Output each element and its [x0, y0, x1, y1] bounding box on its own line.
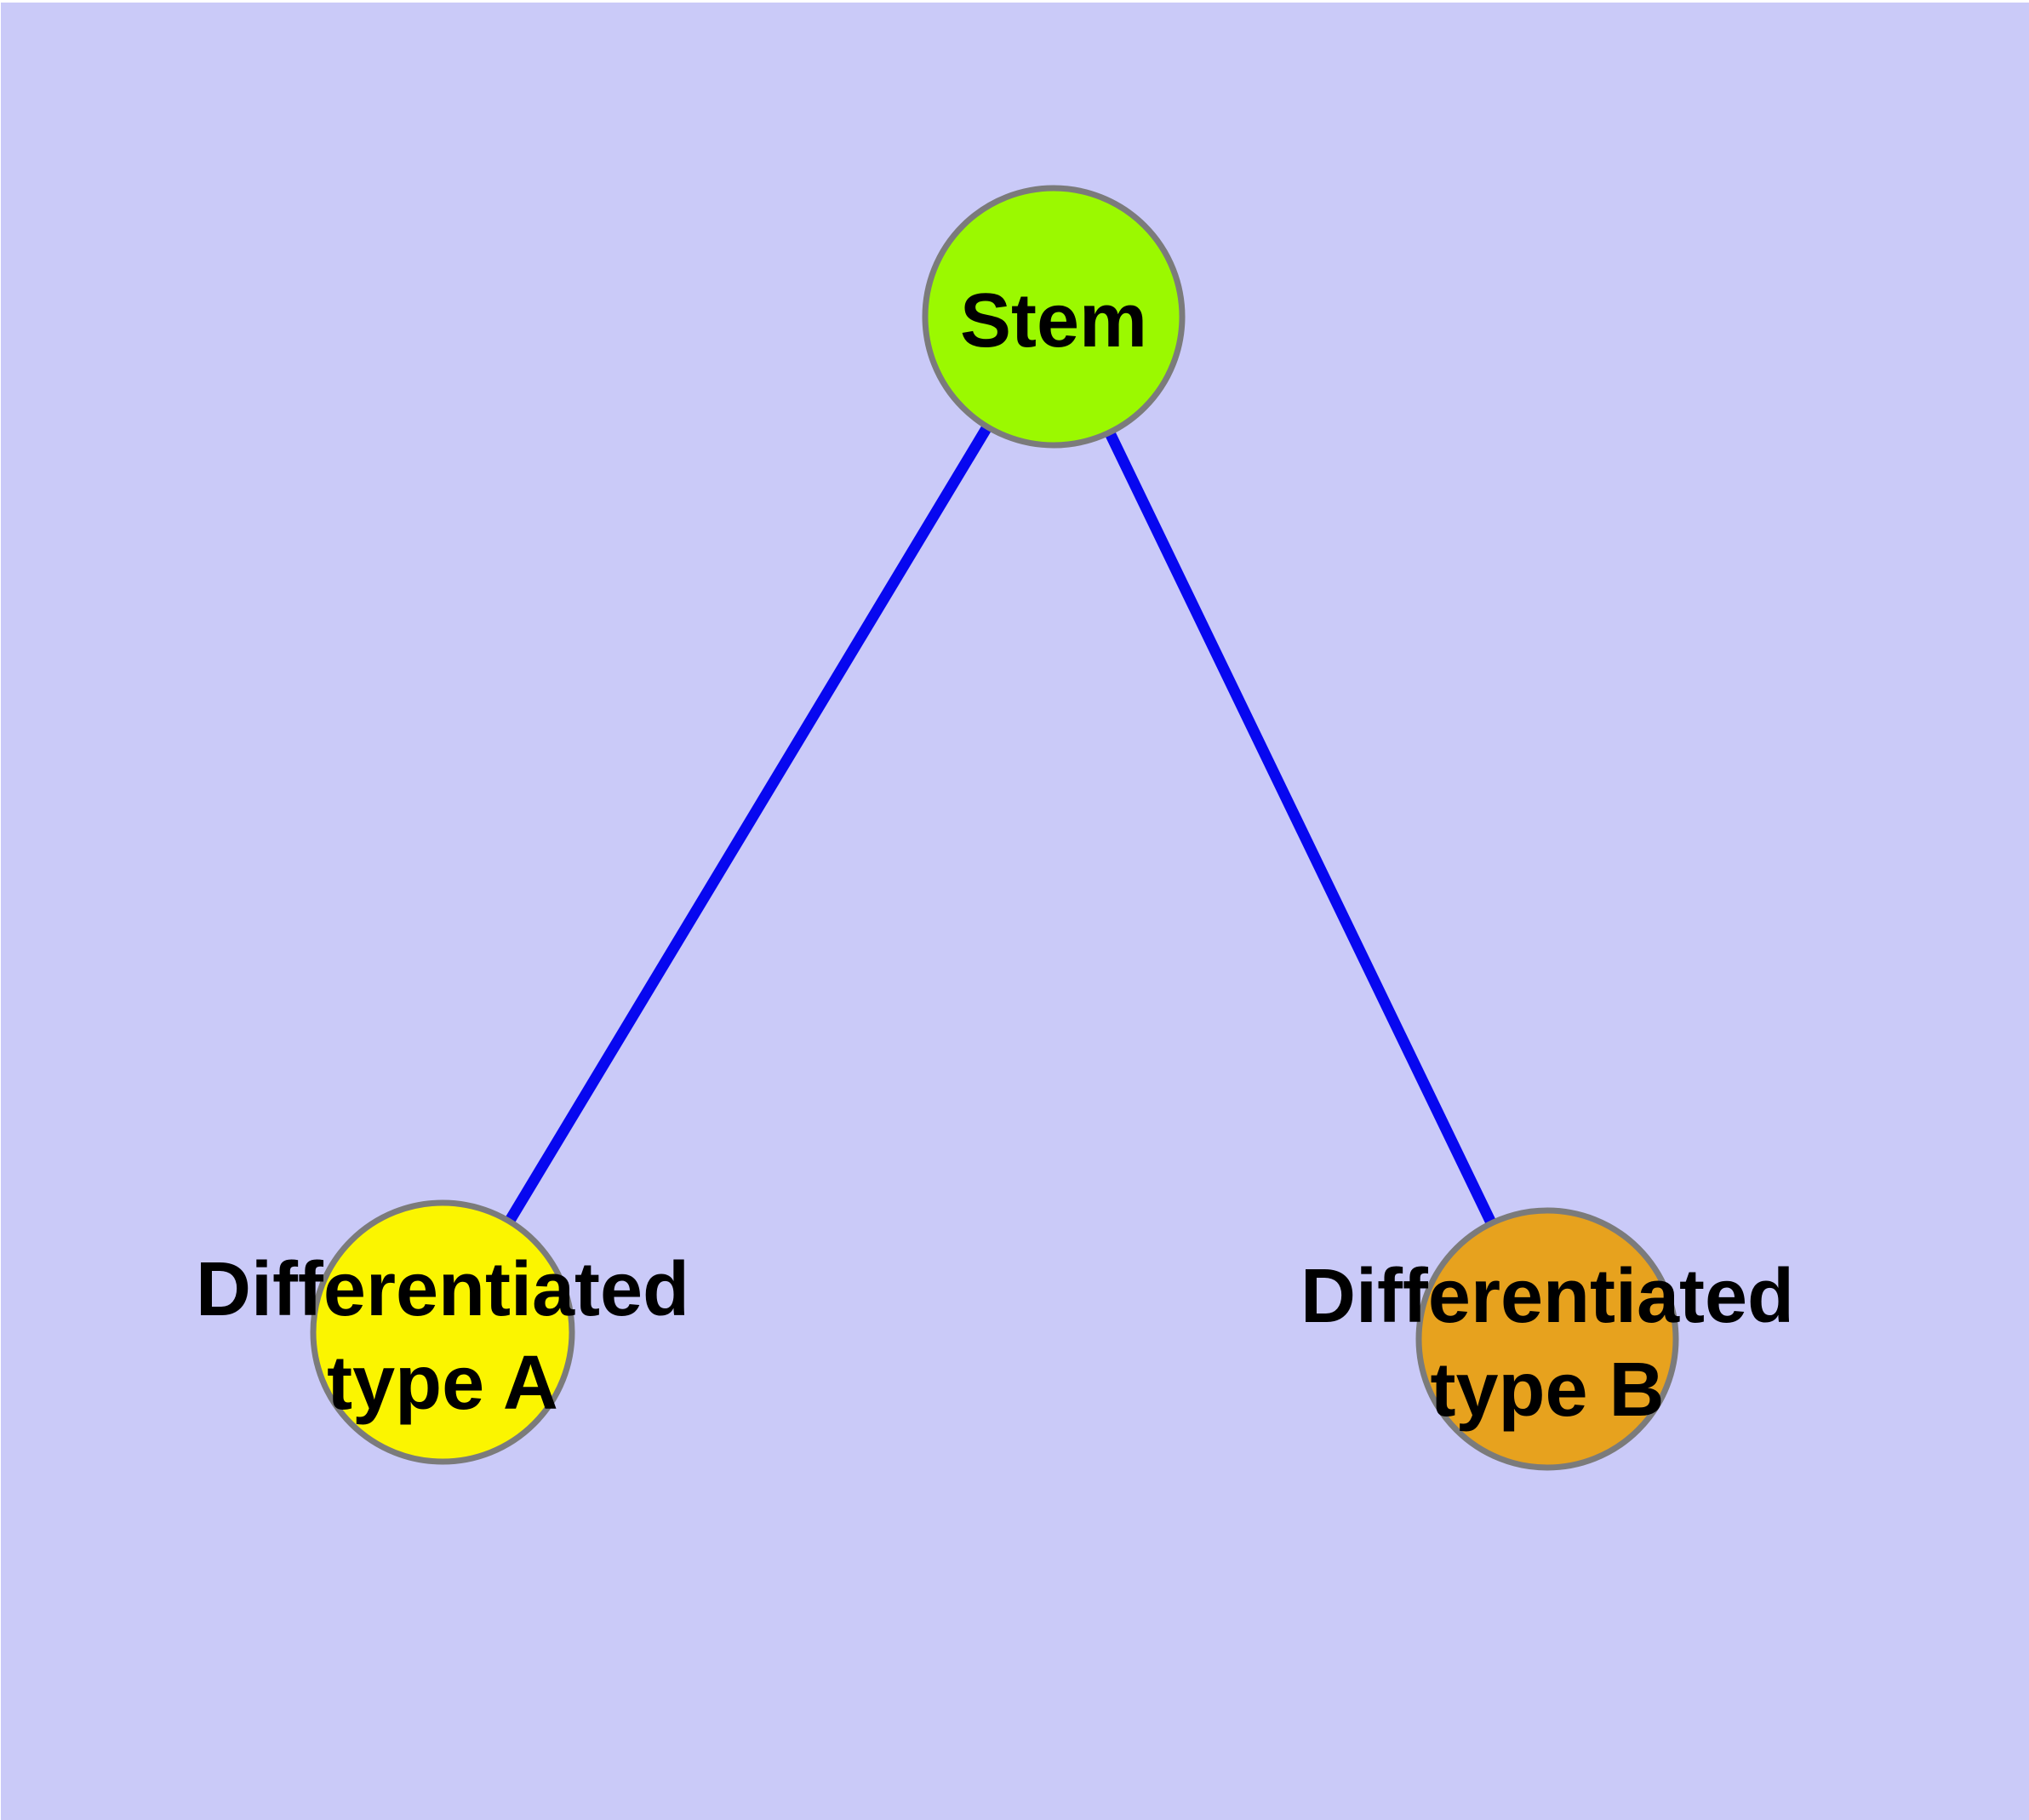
node-label-line: type B: [1430, 1348, 1664, 1433]
edge-stem-type-a: [437, 313, 1059, 1336]
node-type-b: [1415, 1207, 1679, 1471]
nodes-layer: [310, 185, 1679, 1471]
node-label-type-a: Differentiated type A: [196, 1247, 689, 1426]
edges-layer: [437, 313, 1552, 1342]
edge-stem-type-b: [1049, 314, 1552, 1342]
node-type-a: [310, 1199, 575, 1465]
node-label-line: Stem: [960, 278, 1147, 363]
node-label-type-b: Differentiated type B: [1300, 1254, 1794, 1433]
node-stem: [922, 185, 1186, 449]
node-label-stem: Stem: [960, 278, 1147, 363]
node-label-line: Differentiated: [1300, 1254, 1794, 1339]
node-label-line: Differentiated: [196, 1247, 689, 1332]
node-label-line: type A: [327, 1341, 558, 1426]
